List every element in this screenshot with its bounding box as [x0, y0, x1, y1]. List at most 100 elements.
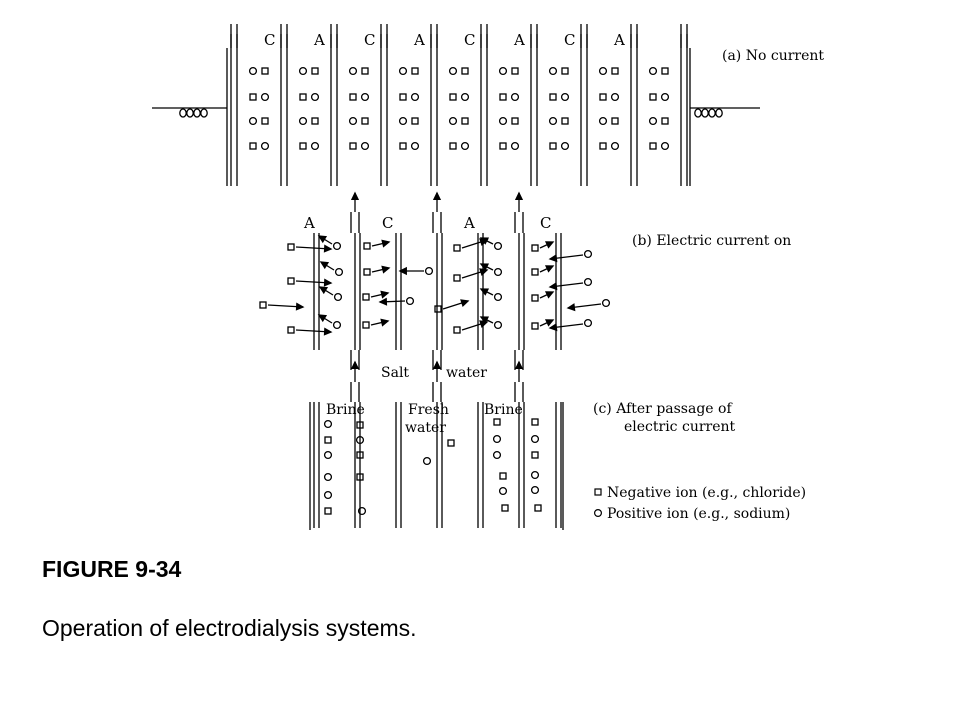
ion-arrow [479, 316, 494, 324]
ion-arrow [295, 244, 333, 253]
positive-ion-circle [424, 266, 434, 276]
positive-ion-circle [560, 92, 570, 102]
positive-ion-circle [310, 92, 320, 102]
positive-ion-circle [648, 116, 658, 126]
ion-arrow [479, 237, 494, 245]
negative-ion-square [261, 117, 269, 125]
ion-arrow [539, 291, 555, 299]
legend-negative-label: Negative ion (e.g., chloride) [607, 485, 806, 501]
positive-ion-circle [360, 92, 370, 102]
arrow-head [317, 235, 328, 244]
coil-loop [694, 108, 702, 118]
ion-arrow [295, 278, 333, 287]
arrow-head [544, 241, 555, 249]
positive-ion-circle [323, 450, 333, 460]
negative-ion-square [361, 117, 369, 125]
arrow-head [548, 282, 558, 291]
inflow-arrow [350, 360, 360, 382]
positive-ion-circle [323, 472, 333, 482]
coil-loop [186, 108, 194, 118]
outflow-arrow [514, 191, 524, 212]
ion-arrow [317, 314, 333, 324]
arrow-head [319, 261, 330, 270]
negative-ion-square [356, 451, 364, 459]
legend: Negative ion (e.g., chloride) Positive io… [593, 485, 806, 522]
positive-ion-circle [498, 116, 508, 126]
arrow-head [544, 265, 555, 273]
membrane-label-A: A [513, 31, 525, 49]
ion-arrow [539, 241, 555, 249]
negative-ion-square [249, 142, 257, 150]
positive-ion-circle [310, 141, 320, 151]
ion-arrow [566, 303, 602, 312]
positive-ion-circle [405, 296, 415, 306]
positive-ion-circle [498, 486, 508, 496]
coil-loop [715, 108, 723, 118]
negative-ion-square [599, 93, 607, 101]
ion-arrow [317, 235, 333, 245]
ion-arrow [548, 323, 584, 332]
negative-ion-square [299, 142, 307, 150]
membrane-label-C: C [540, 214, 551, 232]
positive-ion-circle [493, 292, 503, 302]
arrow-head [460, 299, 470, 308]
ion-arrow [548, 254, 584, 263]
negative-ion-square [599, 142, 607, 150]
negative-ion-square [349, 142, 357, 150]
arrow-head [317, 314, 328, 323]
negative-ion-square [449, 142, 457, 150]
arrow-head [295, 302, 305, 311]
positive-ion-circle [357, 506, 367, 516]
positive-ion-circle [510, 141, 520, 151]
legend-positive-label: Positive ion (e.g., sodium) [607, 506, 790, 522]
negative-ion-square [259, 301, 267, 309]
electrode-coil-icon [179, 108, 208, 118]
negative-ion-square [287, 326, 295, 334]
positive-ion-circle [422, 456, 432, 466]
ion-arrow [267, 302, 305, 311]
arrow-head [548, 323, 558, 332]
negative-ion-square [362, 293, 370, 301]
negative-ion-square [661, 67, 669, 75]
legend-positive-icon [593, 509, 602, 518]
positive-ion-circle [333, 292, 343, 302]
negative-ion-square [356, 421, 364, 429]
positive-ion-circle [348, 116, 358, 126]
positive-ion-circle [332, 241, 342, 251]
compartment-label-brine: Brine [484, 402, 523, 418]
coil-loop [193, 108, 201, 118]
ion-arrow [370, 318, 390, 327]
arrow-head [380, 290, 390, 299]
arrow-head [381, 265, 391, 274]
positive-ion-circle [601, 298, 611, 308]
arrow-head [350, 191, 360, 200]
positive-ion-circle [323, 490, 333, 500]
arrow-head [544, 291, 555, 299]
positive-ion-circle [248, 66, 258, 76]
arrow-head [432, 191, 442, 200]
panel-b-label: (b) Electric current on [632, 233, 791, 249]
positive-ion-circle [323, 419, 333, 429]
positive-ion-circle [648, 66, 658, 76]
negative-ion-square [531, 451, 539, 459]
positive-ion-circle [530, 434, 540, 444]
negative-ion-square [511, 117, 519, 125]
positive-ion-circle [498, 66, 508, 76]
negative-ion-square [453, 326, 461, 334]
positive-ion-circle [360, 141, 370, 151]
arrow-head [398, 266, 407, 276]
positive-ion-circle [598, 116, 608, 126]
arrow-head [381, 239, 391, 248]
positive-ion-circle [460, 92, 470, 102]
positive-ion-circle [398, 66, 408, 76]
negative-ion-square [499, 93, 507, 101]
ion-arrow [539, 319, 555, 327]
panel-c-label-line1: (c) After passage of [593, 401, 733, 417]
arrow-head [479, 316, 490, 324]
negative-ion-square [261, 67, 269, 75]
ion-arrow [319, 261, 335, 271]
arrow-head [544, 319, 555, 327]
